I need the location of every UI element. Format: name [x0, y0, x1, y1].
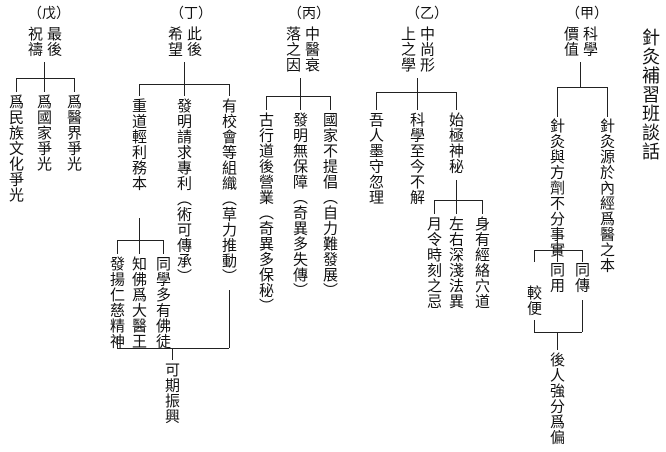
item-wu-3: 爲民族文化爭光	[7, 94, 25, 203]
connector	[139, 218, 140, 240]
sub-yi-3: 月令時刻之忌	[425, 216, 443, 309]
item-yi-1: 始極神秘	[447, 112, 465, 174]
connector	[557, 250, 558, 262]
section-label-jia: （甲）	[566, 6, 608, 22]
item-wu-1: 爲醫界爭光	[65, 94, 83, 172]
connector	[482, 200, 483, 214]
section-header-wu-1: 最後	[45, 26, 63, 57]
item-bing-1: 國家不提倡（自力難發展）	[321, 112, 339, 298]
connector	[534, 320, 535, 332]
connector	[456, 200, 457, 214]
connector	[557, 332, 558, 350]
item-bing-3: 古行道後營業（奇異多保秘）	[257, 112, 275, 314]
connector	[44, 62, 45, 78]
connector	[582, 300, 583, 332]
connector	[580, 62, 581, 87]
connector	[557, 238, 558, 250]
connector	[229, 84, 230, 96]
connector	[184, 62, 185, 84]
connector	[417, 78, 418, 92]
section-header-bing-2: 落之因	[284, 26, 302, 73]
item-ding-2: 發明請求專利（術可傳承）	[175, 98, 193, 284]
conclusion-ding: 可期振興	[163, 362, 181, 424]
item-wu-2: 爲國家爭光	[35, 94, 53, 172]
connector	[16, 78, 74, 79]
connector	[139, 84, 140, 96]
connector	[172, 348, 173, 360]
item-bing-2: 發明無保障（奇異多失傳）	[291, 112, 309, 298]
connector	[534, 332, 582, 333]
connector	[434, 200, 482, 201]
connector	[184, 84, 185, 96]
connector	[330, 96, 331, 110]
connector	[266, 96, 330, 97]
connector	[534, 250, 582, 251]
connector	[534, 250, 535, 262]
connector	[117, 240, 118, 254]
connector	[163, 240, 164, 254]
connector	[376, 92, 456, 93]
section-label-wu: （戊）	[28, 6, 70, 22]
connector	[557, 87, 607, 88]
connector	[44, 78, 45, 92]
item-jia-2: 針灸與方劑不分事實	[548, 118, 566, 258]
connector	[117, 240, 163, 241]
sub-ding-1: 同學多有佛徒	[154, 256, 172, 349]
sub-yi-1: 身有經絡穴道	[473, 216, 491, 309]
connector	[417, 92, 418, 110]
item-ding-1: 有校會等組織（草力推動）	[220, 98, 238, 284]
connector	[139, 240, 140, 254]
connector	[456, 180, 457, 200]
section-header-wu-2: 祝禱	[26, 26, 44, 57]
connector	[117, 336, 118, 348]
connector	[607, 87, 608, 117]
sub-jia-2: 同用	[548, 262, 566, 293]
connector	[229, 290, 230, 348]
section-label-ding: （丁）	[170, 6, 212, 22]
sub-jia-3: 較便	[525, 285, 543, 316]
sub-ding-3: 發揚仁慈精神	[108, 256, 126, 349]
connector	[456, 92, 457, 110]
conclusion-jia: 後人強分爲偏	[548, 352, 566, 445]
sub-jia-1: 同傳	[573, 262, 591, 293]
connector	[557, 87, 558, 117]
section-header-ding-2: 希望	[166, 26, 184, 57]
item-yi-3: 吾人墨守忽理	[367, 112, 385, 205]
sub-yi-2: 左右深淺法異	[447, 216, 465, 309]
connector	[582, 250, 583, 262]
connector	[74, 78, 75, 92]
section-header-bing-1: 中醫衰	[303, 26, 321, 73]
connector	[16, 78, 17, 92]
diagram-title: 針灸補習班談話	[639, 28, 660, 161]
section-label-bing: （丙）	[288, 6, 330, 22]
connector	[117, 348, 229, 349]
item-yi-2: 科學至今不解	[408, 112, 426, 205]
connector	[376, 92, 377, 110]
item-ding-3: 重道輕利務本	[130, 98, 148, 191]
section-header-jia-2: 價值	[562, 26, 580, 57]
item-jia-1: 針灸源於內經爲醫之本	[598, 118, 616, 273]
connector	[300, 96, 301, 110]
section-header-yi-2: 上之學	[399, 26, 417, 73]
connector	[434, 200, 435, 214]
section-header-jia-1: 科學	[581, 26, 599, 57]
connector	[300, 78, 301, 96]
section-header-ding-1: 此後	[185, 26, 203, 57]
section-header-yi-1: 中尚形	[418, 26, 436, 73]
section-label-yi: （乙）	[406, 6, 448, 22]
sub-ding-2: 知佛爲大醫王	[130, 256, 148, 349]
connector	[266, 96, 267, 110]
